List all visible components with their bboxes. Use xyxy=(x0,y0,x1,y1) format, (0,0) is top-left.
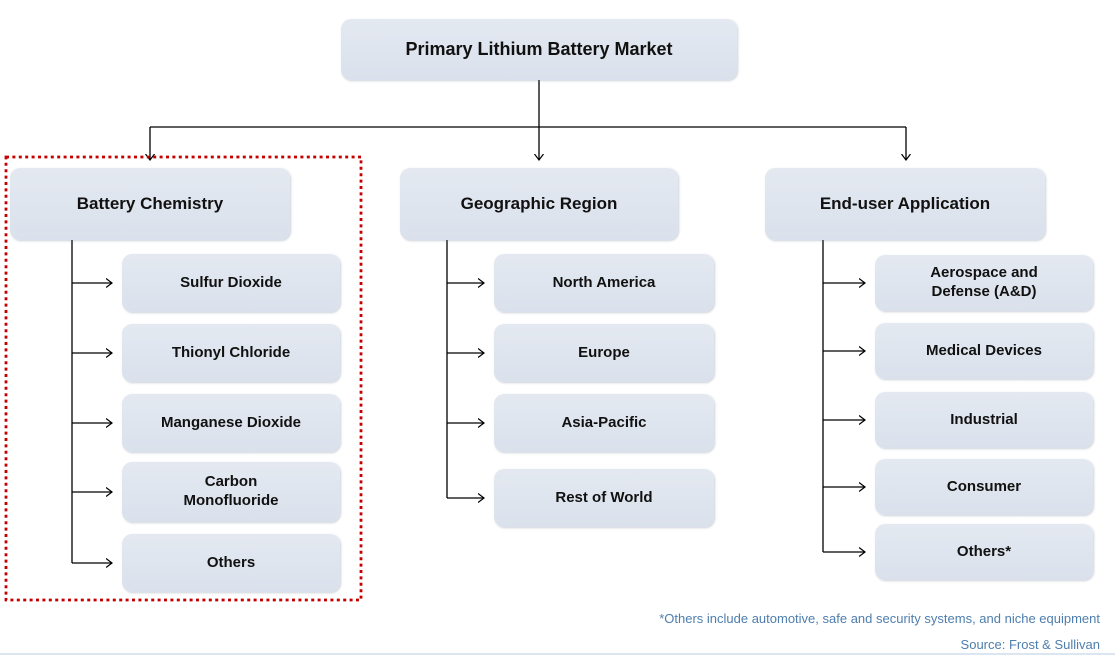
bottom-divider xyxy=(0,653,1115,655)
node-label: Industrial xyxy=(950,410,1018,428)
node-rest-of-world: Rest of World xyxy=(494,469,714,527)
node-sulfur-dioxide: Sulfur Dioxide xyxy=(122,254,340,312)
node-label: Rest of World xyxy=(555,488,653,506)
node-label: Others xyxy=(206,553,256,571)
footnote-text: *Others include automotive, safe and sec… xyxy=(659,611,1100,626)
node-label: North America xyxy=(552,273,656,291)
node-medical-devices: Medical Devices xyxy=(875,323,1093,379)
branch-header-label: Battery Chemistry xyxy=(76,194,224,214)
node-label: Carbon Monofluoride xyxy=(183,473,279,509)
node-carbon-monofluoride: Carbon Monofluoride xyxy=(122,462,340,522)
root-node-primary-lithium-battery-market: Primary Lithium Battery Market xyxy=(341,19,737,80)
node-label: Manganese Dioxide xyxy=(160,413,302,431)
node-thionyl-chloride: Thionyl Chloride xyxy=(122,324,340,382)
branch-header-label: End-user Application xyxy=(819,194,991,214)
node-manganese-dioxide: Manganese Dioxide xyxy=(122,394,340,452)
branch-header-label: Geographic Region xyxy=(460,194,618,214)
node-label: Consumer xyxy=(946,477,1022,495)
node-label: Sulfur Dioxide xyxy=(180,273,282,291)
node-asia-pacific: Asia-Pacific xyxy=(494,394,714,452)
node-others-chemistry: Others xyxy=(122,534,340,592)
node-north-america: North America xyxy=(494,254,714,312)
node-label: Europe xyxy=(578,343,630,361)
node-label: Medical Devices xyxy=(926,341,1042,359)
node-europe: Europe xyxy=(494,324,714,382)
node-others-enduser: Others* xyxy=(875,524,1093,580)
node-industrial: Industrial xyxy=(875,392,1093,448)
branch-header-end-user-application: End-user Application xyxy=(765,168,1045,240)
branch-header-geographic-region: Geographic Region xyxy=(400,168,678,240)
node-aerospace-defense: Aerospace and Defense (A&D) xyxy=(875,255,1093,311)
root-node-label: Primary Lithium Battery Market xyxy=(405,39,673,60)
node-label: Others* xyxy=(956,542,1012,560)
node-label: Asia-Pacific xyxy=(561,413,647,431)
branch-header-battery-chemistry: Battery Chemistry xyxy=(10,168,290,240)
node-consumer: Consumer xyxy=(875,459,1093,515)
highlight-dotted-border xyxy=(4,155,363,602)
node-label: Aerospace and Defense (A&D) xyxy=(930,264,1038,300)
node-label: Thionyl Chloride xyxy=(171,343,291,361)
source-text: Source: Frost & Sullivan xyxy=(960,637,1100,652)
